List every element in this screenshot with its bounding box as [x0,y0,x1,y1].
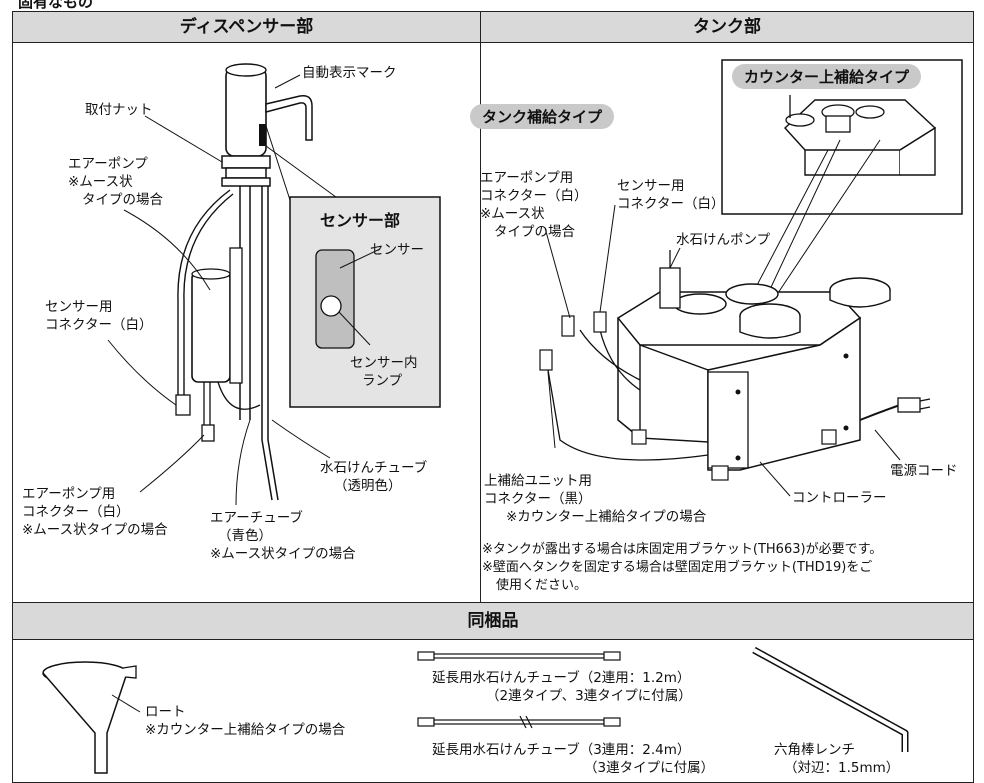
tank-type-pill: タンク補給タイプ [470,104,615,129]
tube2-label-1: 延長用水石けんチューブ（2連用：1.2m） [432,670,691,686]
dispenser-header: ディスペンサー部 [13,12,480,43]
upper-unit-conn-1: 上補給ユニット用 [484,473,592,489]
air-pump-conn-label-3: ※ムース状タイプの場合 [22,522,168,538]
sensor-label: センサー [370,242,424,258]
tank-header: タンク部 [481,12,973,43]
pump-label: 水石けんポンプ [676,232,771,248]
sensor-conn-label-1: センサー用 [45,299,113,315]
air-tube-label-2: （青色） [218,528,272,544]
air-pump-conn-label-1: エアーポンプ用 [22,486,116,502]
tank-air-pump-conn-2: コネクター（白） [480,188,588,204]
tube3-label-1: 延長用水石けんチューブ（3連用：2.4m） [432,742,691,758]
components-table: ディスペンサー部 タンク部 同梱品 [12,11,974,783]
upper-unit-conn-3: ※カウンター上補給タイプの場合 [506,509,707,525]
wrench-label-1: 六角棒レンチ [774,742,855,758]
tank-note-1: ※タンクが露出する場合は床固定用ブラケット(TH663)が必要です。 [482,542,883,557]
tube3-label-2: （3連タイプに付属） [584,760,715,776]
sensor-box-title: センサー部 [320,211,401,230]
wrench-label-2: （対辺：1.5mm） [784,760,900,776]
tank-sensor-conn-1: センサー用 [617,178,685,194]
tube2-label-2: （2連タイプ、3連タイプに付属） [486,688,692,704]
air-pump-label-2: ※ムース状 [68,174,133,190]
air-pump-conn-label-2: コネクター（白） [22,504,130,520]
soap-tube-label-2: （透明色） [334,478,402,494]
auto-mark-label: 自動表示マーク [302,65,397,81]
tank-air-pump-conn-4: タイプの場合 [494,224,575,240]
power-cord-label: 電源コード [890,463,958,479]
cut-off-heading: 固有なもの [18,0,94,11]
soap-tube-label-1: 水石けんチューブ [320,460,428,476]
upper-unit-conn-2: コネクター（黒） [484,491,592,507]
counter-type-pill: カウンター上補給タイプ [732,64,922,89]
air-pump-label-3: タイプの場合 [82,192,163,208]
nut-label: 取付ナット [85,102,153,118]
tank-air-pump-conn-3: ※ムース状 [480,206,545,222]
funnel-label-2: ※カウンター上補給タイプの場合 [145,722,346,738]
tank-note-2: ※壁面へタンクを固定する場合は壁固定用ブラケット(THD19)をご [482,560,873,575]
included-header: 同梱品 [13,603,973,640]
air-pump-label-1: エアーポンプ [68,156,148,172]
sensor-lamp-label-1: センサー内 [350,355,418,371]
tank-note-3: 使用ください。 [496,578,588,593]
air-tube-label-3: ※ムース状タイプの場合 [210,546,356,562]
sensor-conn-label-2: コネクター（白） [45,317,153,333]
tank-sensor-conn-2: コネクター（白） [617,196,725,212]
air-tube-label-1: エアーチューブ [210,510,303,526]
controller-label: コントローラー [792,490,887,506]
tank-air-pump-conn-1: エアーポンプ用 [480,170,574,186]
funnel-label-1: ロート [145,704,186,720]
sensor-lamp-label-2: ランプ [362,373,403,389]
